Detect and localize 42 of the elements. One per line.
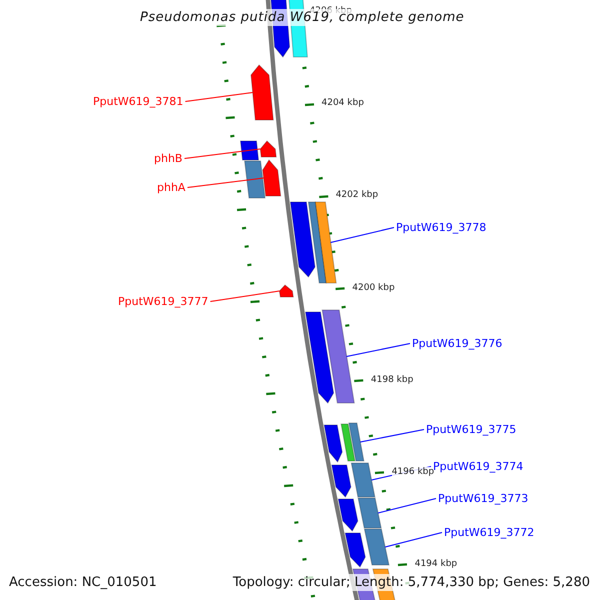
- gene-block: [344, 532, 366, 568]
- gene-block: [350, 462, 376, 498]
- scale-label: 4196 kbp: [392, 467, 434, 478]
- gene-label: PputW619_3781: [93, 95, 184, 108]
- gene-block: [240, 140, 260, 160]
- gene-block: [348, 422, 364, 462]
- gene-label: PputW619_3773: [438, 492, 528, 505]
- gene-block: [357, 498, 382, 528]
- genome-info-label: Topology: circular; Length: 5,774,330 bp; Genes: 5,280: [230, 574, 592, 591]
- gene-block: [304, 312, 334, 404]
- gene-block: [364, 528, 390, 566]
- gene-label: PputW619_3778: [396, 221, 486, 234]
- scale-label: 4198 kbp: [370, 375, 414, 386]
- gene-block: [338, 498, 358, 532]
- gene-block: [278, 284, 294, 298]
- gene-label: phhB: [154, 152, 182, 165]
- gene-label: PputW619_3774: [433, 460, 524, 473]
- leader-line: [360, 429, 424, 442]
- gene-block: [340, 424, 356, 462]
- leader-line: [210, 290, 280, 302]
- leader-line: [346, 343, 410, 357]
- leader-line: [184, 92, 254, 102]
- accession-label: Accession: NC_010501: [7, 574, 159, 591]
- gene-block: [250, 64, 274, 120]
- scale-label: 4200 kbp: [352, 283, 395, 294]
- gene-label: PputW619_3772: [444, 526, 534, 539]
- leader-line: [384, 532, 442, 548]
- gene-block: [322, 310, 355, 404]
- gene-block: [290, 202, 316, 278]
- gene-label: PputW619_3777: [118, 295, 208, 308]
- gene-block: [331, 464, 352, 498]
- leader-line: [378, 498, 436, 514]
- scale-label: 4204 kbp: [322, 98, 364, 109]
- leader-line: [187, 178, 264, 188]
- gene-label: PputW619_3776: [412, 337, 502, 350]
- gene-block: [324, 424, 343, 463]
- scale-label: 4202 kbp: [336, 190, 378, 201]
- gene-block: [314, 202, 337, 284]
- gene-label: PputW619_3775: [426, 423, 516, 436]
- scale-label: 4194 kbp: [414, 559, 458, 570]
- gene-label: phhA: [157, 181, 186, 194]
- leader-line: [184, 148, 261, 159]
